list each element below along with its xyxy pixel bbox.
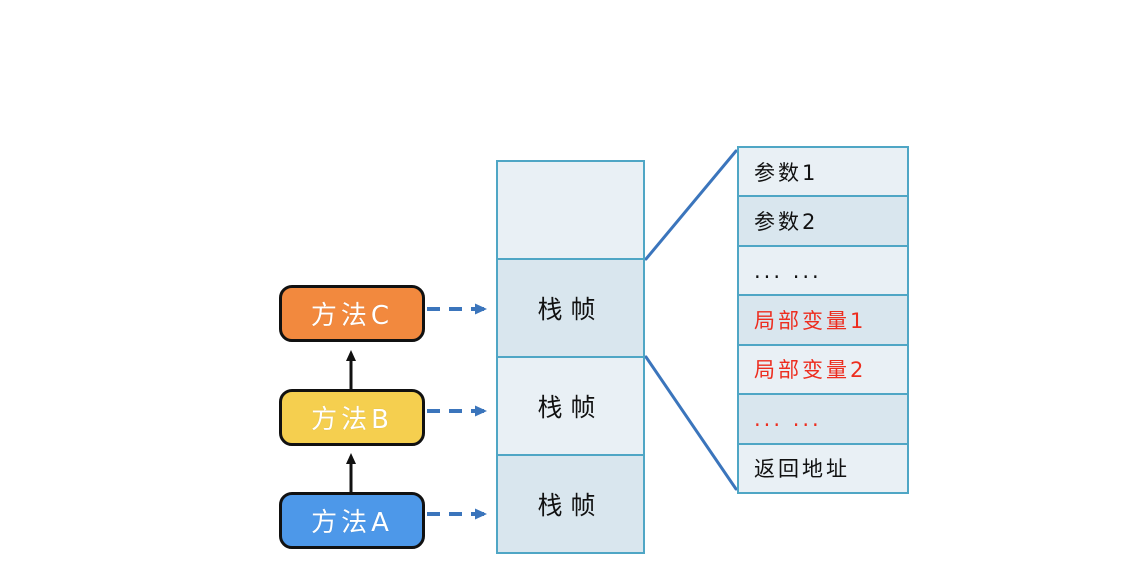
expand-line-bottom xyxy=(644,355,738,491)
method-box-c: 方法C xyxy=(279,285,425,342)
stack-cell-frame-a: 栈帧 xyxy=(498,454,643,552)
stack-frame-label: 栈帧 xyxy=(537,295,604,324)
stack-cell-empty xyxy=(498,162,643,258)
detail-row-label: ... ... xyxy=(754,258,822,283)
method-box-a-label: 方法A xyxy=(311,508,393,538)
detail-row-localvar1: 局部变量1 xyxy=(739,294,907,344)
detail-row-localvar2: 局部变量2 xyxy=(739,343,907,394)
detail-row-label: 参数2 xyxy=(754,210,819,235)
detail-row-label: 返回地址 xyxy=(754,457,850,482)
stack-cell-frame-b: 栈帧 xyxy=(498,356,643,454)
stack-cell-frame-c: 栈帧 xyxy=(498,258,643,356)
stack-frame-detail-table: 参数1 参数2 ... ... 局部变量1 局部变量2 ... ... 返回地址 xyxy=(737,146,909,494)
detail-row-ellipsis-locals: ... ... xyxy=(739,393,907,443)
detail-row-ellipsis-params: ... ... xyxy=(739,244,907,295)
detail-row-label: ... ... xyxy=(754,406,822,431)
detail-row-return-address: 返回地址 xyxy=(739,442,907,492)
detail-row-label: 局部变量1 xyxy=(754,308,867,333)
method-box-b-label: 方法B xyxy=(311,405,393,435)
method-box-b: 方法B xyxy=(279,389,425,446)
detail-row-param1: 参数1 xyxy=(739,148,907,196)
stack-column: 栈帧 栈帧 栈帧 xyxy=(496,160,645,554)
stack-frame-label: 栈帧 xyxy=(537,393,604,422)
method-box-a: 方法A xyxy=(279,492,425,549)
detail-row-param2: 参数2 xyxy=(739,195,907,245)
detail-row-label: 参数1 xyxy=(754,160,819,185)
detail-row-label: 局部变量2 xyxy=(754,358,867,383)
expand-line-top xyxy=(644,149,738,261)
stack-frame-label: 栈帧 xyxy=(537,491,604,520)
method-box-c-label: 方法C xyxy=(310,301,394,331)
